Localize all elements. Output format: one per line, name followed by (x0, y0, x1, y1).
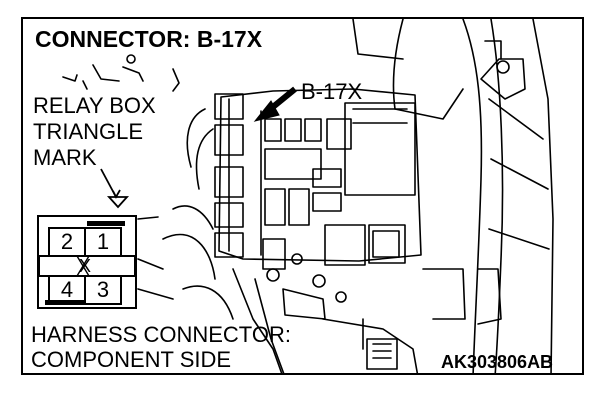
relay-box-label-line2: TRIANGLE (33, 119, 144, 144)
diagram-frame: CONNECTOR: B-17X B-17X RELAY BOX TRIANGL… (21, 17, 584, 375)
pin-3-label: 3 (96, 277, 110, 302)
page-title: CONNECTOR: B-17X (35, 26, 263, 52)
engine-bay-illustration (37, 19, 554, 373)
connector-center-mark: X (78, 256, 91, 276)
harness-label-line2: COMPONENT SIDE (31, 347, 232, 372)
relay-box-label-line3: MARK (33, 145, 97, 170)
diagram-code: AK303806AB (441, 352, 554, 372)
relay-box-label-line1: RELAY BOX (33, 93, 156, 118)
connector-callout-label: B-17X (301, 79, 363, 104)
pin-4-label: 4 (60, 277, 74, 302)
pin-1-label: 1 (96, 229, 110, 254)
harness-label-line1: HARNESS CONNECTOR: (31, 322, 291, 347)
pin-2-label: 2 (60, 229, 74, 254)
